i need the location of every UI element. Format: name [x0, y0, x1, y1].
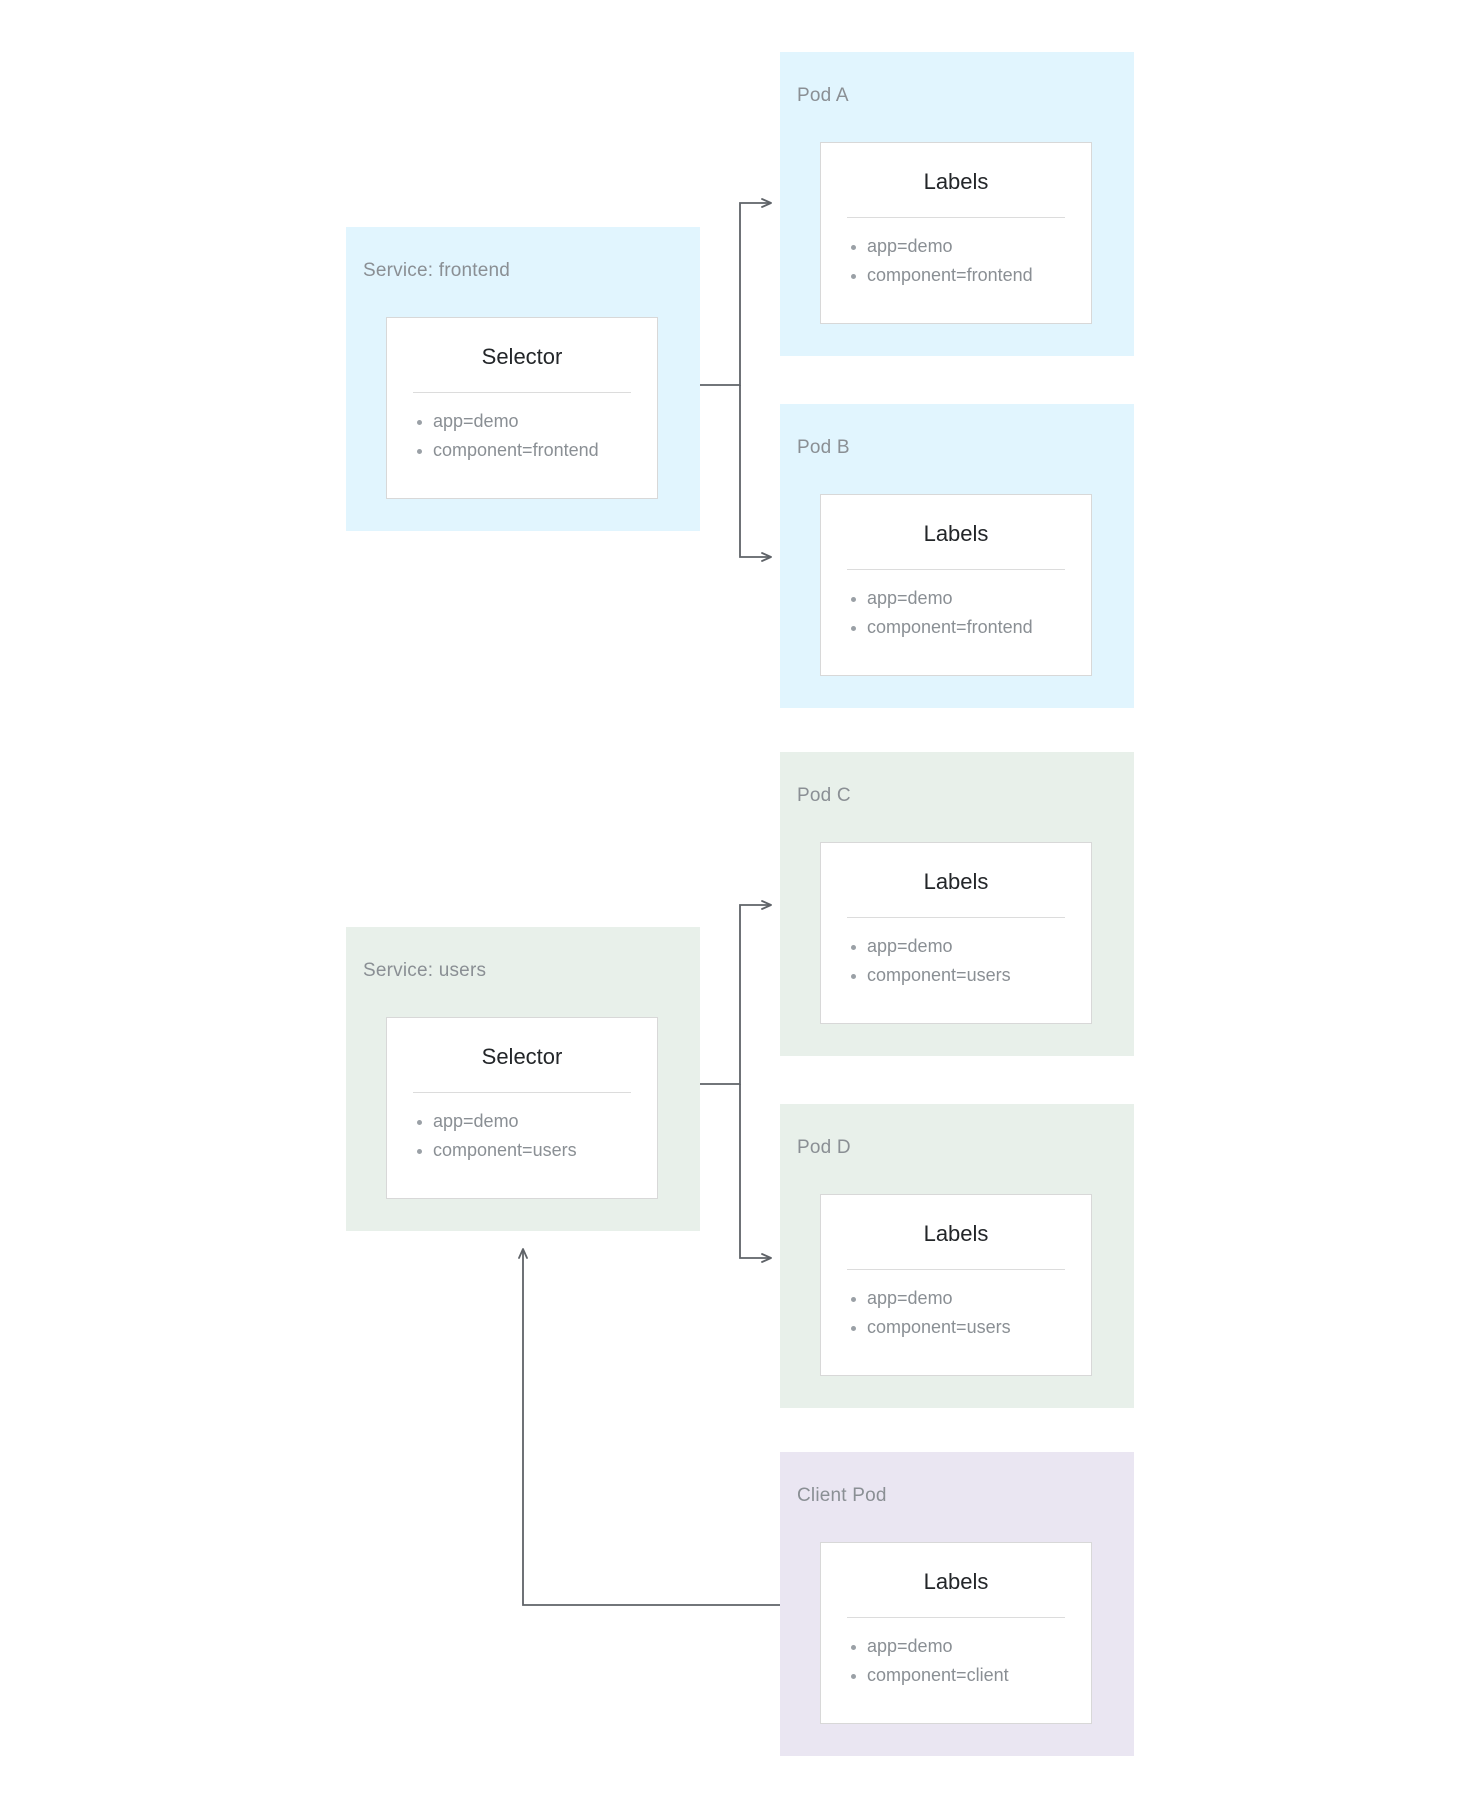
- card-heading: Labels: [923, 169, 989, 194]
- card-item-list: app=demo component=frontend: [387, 393, 657, 465]
- list-item: component=users: [821, 1313, 1091, 1342]
- list-item: component=users: [387, 1136, 657, 1165]
- list-item: component=frontend: [821, 261, 1091, 290]
- card-labels-pod-b[interactable]: Labels app=demo component=frontend: [820, 494, 1092, 676]
- card-item-list: app=demo component=frontend: [821, 570, 1091, 642]
- card-labels-pod-c[interactable]: Labels app=demo component=users: [820, 842, 1092, 1024]
- card-divider: [847, 1269, 1065, 1270]
- group-title-client-pod: Client Pod: [797, 1485, 887, 1506]
- card-labels-client-pod[interactable]: Labels app=demo component=client: [820, 1542, 1092, 1724]
- card-heading: Labels: [923, 1569, 989, 1594]
- group-pod-c[interactable]: Pod C Labels app=demo component=users: [780, 752, 1134, 1056]
- edge-client-to-users: [518, 1248, 782, 1606]
- group-title-pod-a: Pod A: [797, 85, 849, 106]
- list-item: app=demo: [821, 1632, 1091, 1661]
- card-item-list: app=demo component=users: [387, 1093, 657, 1165]
- list-item: app=demo: [821, 932, 1091, 961]
- group-service-frontend[interactable]: Service: frontend Selector app=demo comp…: [346, 227, 700, 531]
- group-service-users[interactable]: Service: users Selector app=demo compone…: [346, 927, 700, 1231]
- list-item: component=frontend: [821, 613, 1091, 642]
- list-item: app=demo: [387, 407, 657, 436]
- card-item-list: app=demo component=users: [821, 918, 1091, 990]
- group-title-service-frontend: Service: frontend: [363, 260, 511, 281]
- card-item-list: app=demo component=client: [821, 1618, 1091, 1690]
- card-item-list: app=demo component=users: [821, 1270, 1091, 1342]
- group-title-pod-c: Pod C: [797, 785, 851, 806]
- list-item: component=frontend: [387, 436, 657, 465]
- list-item: app=demo: [387, 1107, 657, 1136]
- group-title-pod-d: Pod D: [797, 1137, 851, 1158]
- card-heading: Selector: [481, 344, 563, 369]
- list-item: app=demo: [821, 232, 1091, 261]
- card-divider: [847, 1617, 1065, 1618]
- card-divider: [847, 217, 1065, 218]
- card-divider: [413, 392, 631, 393]
- group-title-pod-b: Pod B: [797, 437, 850, 458]
- card-heading: Labels: [923, 521, 989, 546]
- list-item: component=users: [821, 961, 1091, 990]
- card-divider: [413, 1092, 631, 1093]
- list-item: component=client: [821, 1661, 1091, 1690]
- card-item-list: app=demo component=frontend: [821, 218, 1091, 290]
- group-pod-a[interactable]: Pod A Labels app=demo component=frontend: [780, 52, 1134, 356]
- card-selector-frontend[interactable]: Selector app=demo component=frontend: [386, 317, 658, 499]
- list-item: app=demo: [821, 1284, 1091, 1313]
- card-divider: [847, 917, 1065, 918]
- card-selector-users[interactable]: Selector app=demo component=users: [386, 1017, 658, 1199]
- edge-users-to-pods: [700, 900, 772, 1263]
- list-item: app=demo: [821, 584, 1091, 613]
- edge-frontend-to-pods: [700, 198, 772, 562]
- card-heading: Labels: [923, 869, 989, 894]
- group-title-service-users: Service: users: [363, 960, 487, 981]
- group-pod-d[interactable]: Pod D Labels app=demo component=users: [780, 1104, 1134, 1408]
- card-labels-pod-a[interactable]: Labels app=demo component=frontend: [820, 142, 1092, 324]
- group-client-pod[interactable]: Client Pod Labels app=demo component=cli…: [780, 1452, 1134, 1756]
- card-heading: Labels: [923, 1221, 989, 1246]
- card-divider: [847, 569, 1065, 570]
- card-heading: Selector: [481, 1044, 563, 1069]
- group-pod-b[interactable]: Pod B Labels app=demo component=frontend: [780, 404, 1134, 708]
- card-labels-pod-d[interactable]: Labels app=demo component=users: [820, 1194, 1092, 1376]
